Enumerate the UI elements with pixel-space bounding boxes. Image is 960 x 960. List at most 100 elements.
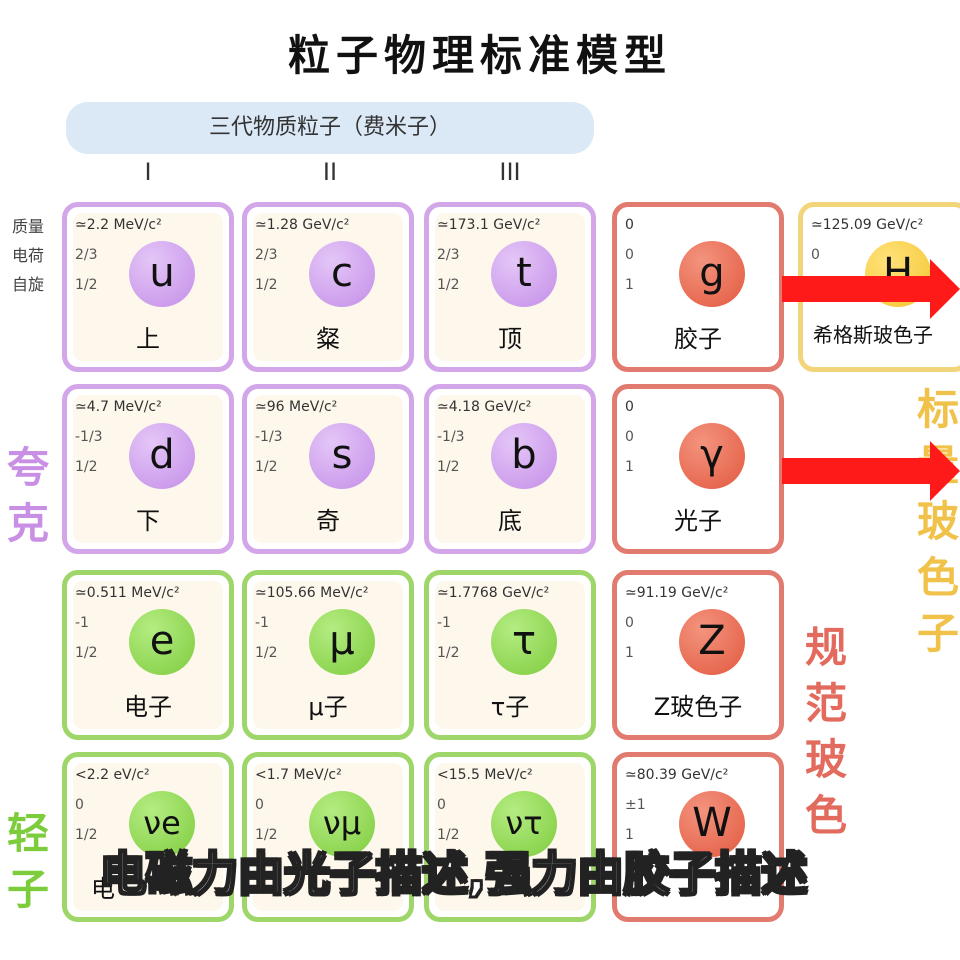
generation-3-label: III: [499, 158, 521, 186]
gauge-bosons-label: 规 范 玻 色: [800, 620, 852, 844]
particle-card-strange[interactable]: ≃96 MeV/c² -1/3 1/2 s 奇: [242, 384, 414, 554]
particle-symbol: b: [491, 423, 557, 489]
particle-symbol: c: [309, 241, 375, 307]
particle-name: 顶: [498, 325, 522, 353]
charge-label: 电荷: [12, 246, 45, 265]
particle-symbol: u: [129, 241, 195, 307]
particle-name: 下: [136, 507, 160, 535]
scalar-label-char: 色: [916, 553, 959, 602]
particle-spin: 1/2: [437, 645, 460, 661]
gauge-label-char: 色: [804, 791, 847, 840]
particle-symbol: μ: [309, 609, 375, 675]
particle-card-top[interactable]: ≃173.1 GeV/c² 2/3 1/2 t 顶: [424, 202, 596, 372]
scalar-label-char: 标: [916, 385, 959, 434]
particle-name: Z玻色子: [653, 693, 743, 721]
particle-card-electron-neutrino[interactable]: <2.2 eV/c² 0 1/2 νe 电: [62, 752, 234, 922]
particle-spin: 1/2: [75, 645, 98, 661]
particle-mass: ≃96 MeV/c²: [255, 399, 338, 415]
particle-spin: 1: [625, 277, 634, 293]
leptons-label: 轻 子: [2, 806, 54, 918]
particle-symbol: γ: [679, 423, 745, 489]
red-arrow-head-icon: [930, 441, 960, 501]
particle-name: 粲: [316, 325, 340, 353]
particle-spin: 1: [625, 645, 634, 661]
generation-1-label: I: [144, 158, 152, 186]
particle-mass: ≃1.28 GeV/c²: [255, 217, 350, 233]
particle-name: 电: [91, 875, 115, 903]
particle-spin: 1: [625, 459, 634, 475]
particle-charge: 0: [75, 797, 84, 813]
gauge-label-char: 规: [804, 623, 847, 672]
gauge-label-char: 范: [804, 679, 847, 728]
particle-charge: 0: [625, 615, 634, 631]
red-arrow-bar: [782, 276, 932, 302]
particle-card-charm[interactable]: ≃1.28 GeV/c² 2/3 1/2 c 粲: [242, 202, 414, 372]
particle-charge: 2/3: [75, 247, 98, 263]
particle-name: 光子: [674, 507, 722, 535]
particle-spin: 1/2: [75, 277, 98, 293]
page-title: 粒子物理标准模型: [287, 31, 672, 80]
leptons-label-char: 子: [6, 865, 49, 914]
particle-name: 希格斯玻色子: [813, 323, 933, 347]
scalar-label-char: 子: [916, 609, 959, 658]
particle-charge: -1/3: [255, 429, 283, 445]
particle-symbol: s: [309, 423, 375, 489]
particle-mass: ≃91.19 GeV/c²: [625, 585, 729, 601]
particle-mass: <15.5 MeV/c²: [437, 767, 533, 783]
quarks-label: 夸 克: [2, 440, 54, 552]
particle-symbol: t: [491, 241, 557, 307]
particle-mass: ≃105.66 MeV/c²: [255, 585, 369, 601]
particle-name: 电子: [124, 693, 172, 721]
particle-symbol: Z: [679, 609, 745, 675]
particle-name: μ子: [308, 693, 348, 721]
particle-card-up[interactable]: ≃2.2 MeV/c² 2/3 1/2 u 上: [62, 202, 234, 372]
particle-card-photon[interactable]: 0 0 1 γ 光子: [612, 384, 784, 554]
red-arrow-bar: [782, 458, 932, 484]
particle-name: 奇: [316, 507, 340, 535]
mass-label: 质量: [12, 217, 45, 236]
particle-spin: 1/2: [437, 827, 460, 843]
particle-card-bottom[interactable]: ≃4.18 GeV/c² -1/3 1/2 b 底: [424, 384, 596, 554]
particle-charge: -1: [255, 615, 269, 631]
property-legend: 质量 电荷 自旋: [12, 212, 56, 299]
particle-spin: 1: [625, 827, 634, 843]
particle-spin: 1/2: [75, 827, 98, 843]
particle-card-tau[interactable]: ≃1.7768 GeV/c² -1 1/2 τ τ子: [424, 570, 596, 740]
particle-card-electron[interactable]: ≃0.511 MeV/c² -1 1/2 e 电子: [62, 570, 234, 740]
particle-card-w-boson[interactable]: ≃80.39 GeV/c² ±1 1 W: [612, 752, 784, 922]
particle-charge: 0: [437, 797, 446, 813]
particle-spin: 1/2: [255, 827, 278, 843]
particle-mass: 0: [625, 399, 634, 415]
scalar-bosons-label: 标 量 玻 色 子: [912, 382, 960, 662]
particle-card-tau-neutrino[interactable]: <15.5 MeV/c² 0 1/2 ντ: [424, 752, 596, 922]
particle-mass: ≃4.7 MeV/c²: [75, 399, 162, 415]
particle-card-gluon[interactable]: 0 0 1 g 胶子: [612, 202, 784, 372]
particle-charge: 0: [625, 247, 634, 263]
particle-symbol: d: [129, 423, 195, 489]
particle-name: τ子: [490, 693, 530, 721]
particle-card-muon-neutrino[interactable]: <1.7 MeV/c² 0 1/2 νμ: [242, 752, 414, 922]
particle-name: 上: [136, 325, 160, 353]
particle-charge: ±1: [625, 797, 646, 813]
particle-mass: 0: [625, 217, 634, 233]
leptons-label-char: 轻: [6, 809, 49, 858]
particle-charge: -1: [437, 615, 451, 631]
particle-mass: ≃4.18 GeV/c²: [437, 399, 532, 415]
particle-charge: 0: [625, 429, 634, 445]
particle-mass: ≃0.511 MeV/c²: [75, 585, 180, 601]
particle-charge: 0: [255, 797, 264, 813]
particle-card-down[interactable]: ≃4.7 MeV/c² -1/3 1/2 d 下: [62, 384, 234, 554]
particle-mass: ≃1.7768 GeV/c²: [437, 585, 550, 601]
particle-card-muon[interactable]: ≃105.66 MeV/c² -1 1/2 μ μ子: [242, 570, 414, 740]
particle-symbol: νe: [129, 791, 195, 857]
particle-spin: 1/2: [437, 459, 460, 475]
particle-charge: -1/3: [75, 429, 103, 445]
particle-card-z-boson[interactable]: ≃91.19 GeV/c² 0 1 Z Z玻色子: [612, 570, 784, 740]
video-subtitle: 电磁力由光子描述,强力由胶子描述: [99, 846, 808, 902]
fermion-generations-banner: 三代物质粒子（费米子）: [66, 102, 594, 154]
particle-spin: 1/2: [255, 459, 278, 475]
particle-mass: ≃80.39 GeV/c²: [625, 767, 729, 783]
particle-spin: 1/2: [255, 645, 278, 661]
particle-spin: 1/2: [437, 277, 460, 293]
particle-mass: ≃2.2 MeV/c²: [75, 217, 162, 233]
